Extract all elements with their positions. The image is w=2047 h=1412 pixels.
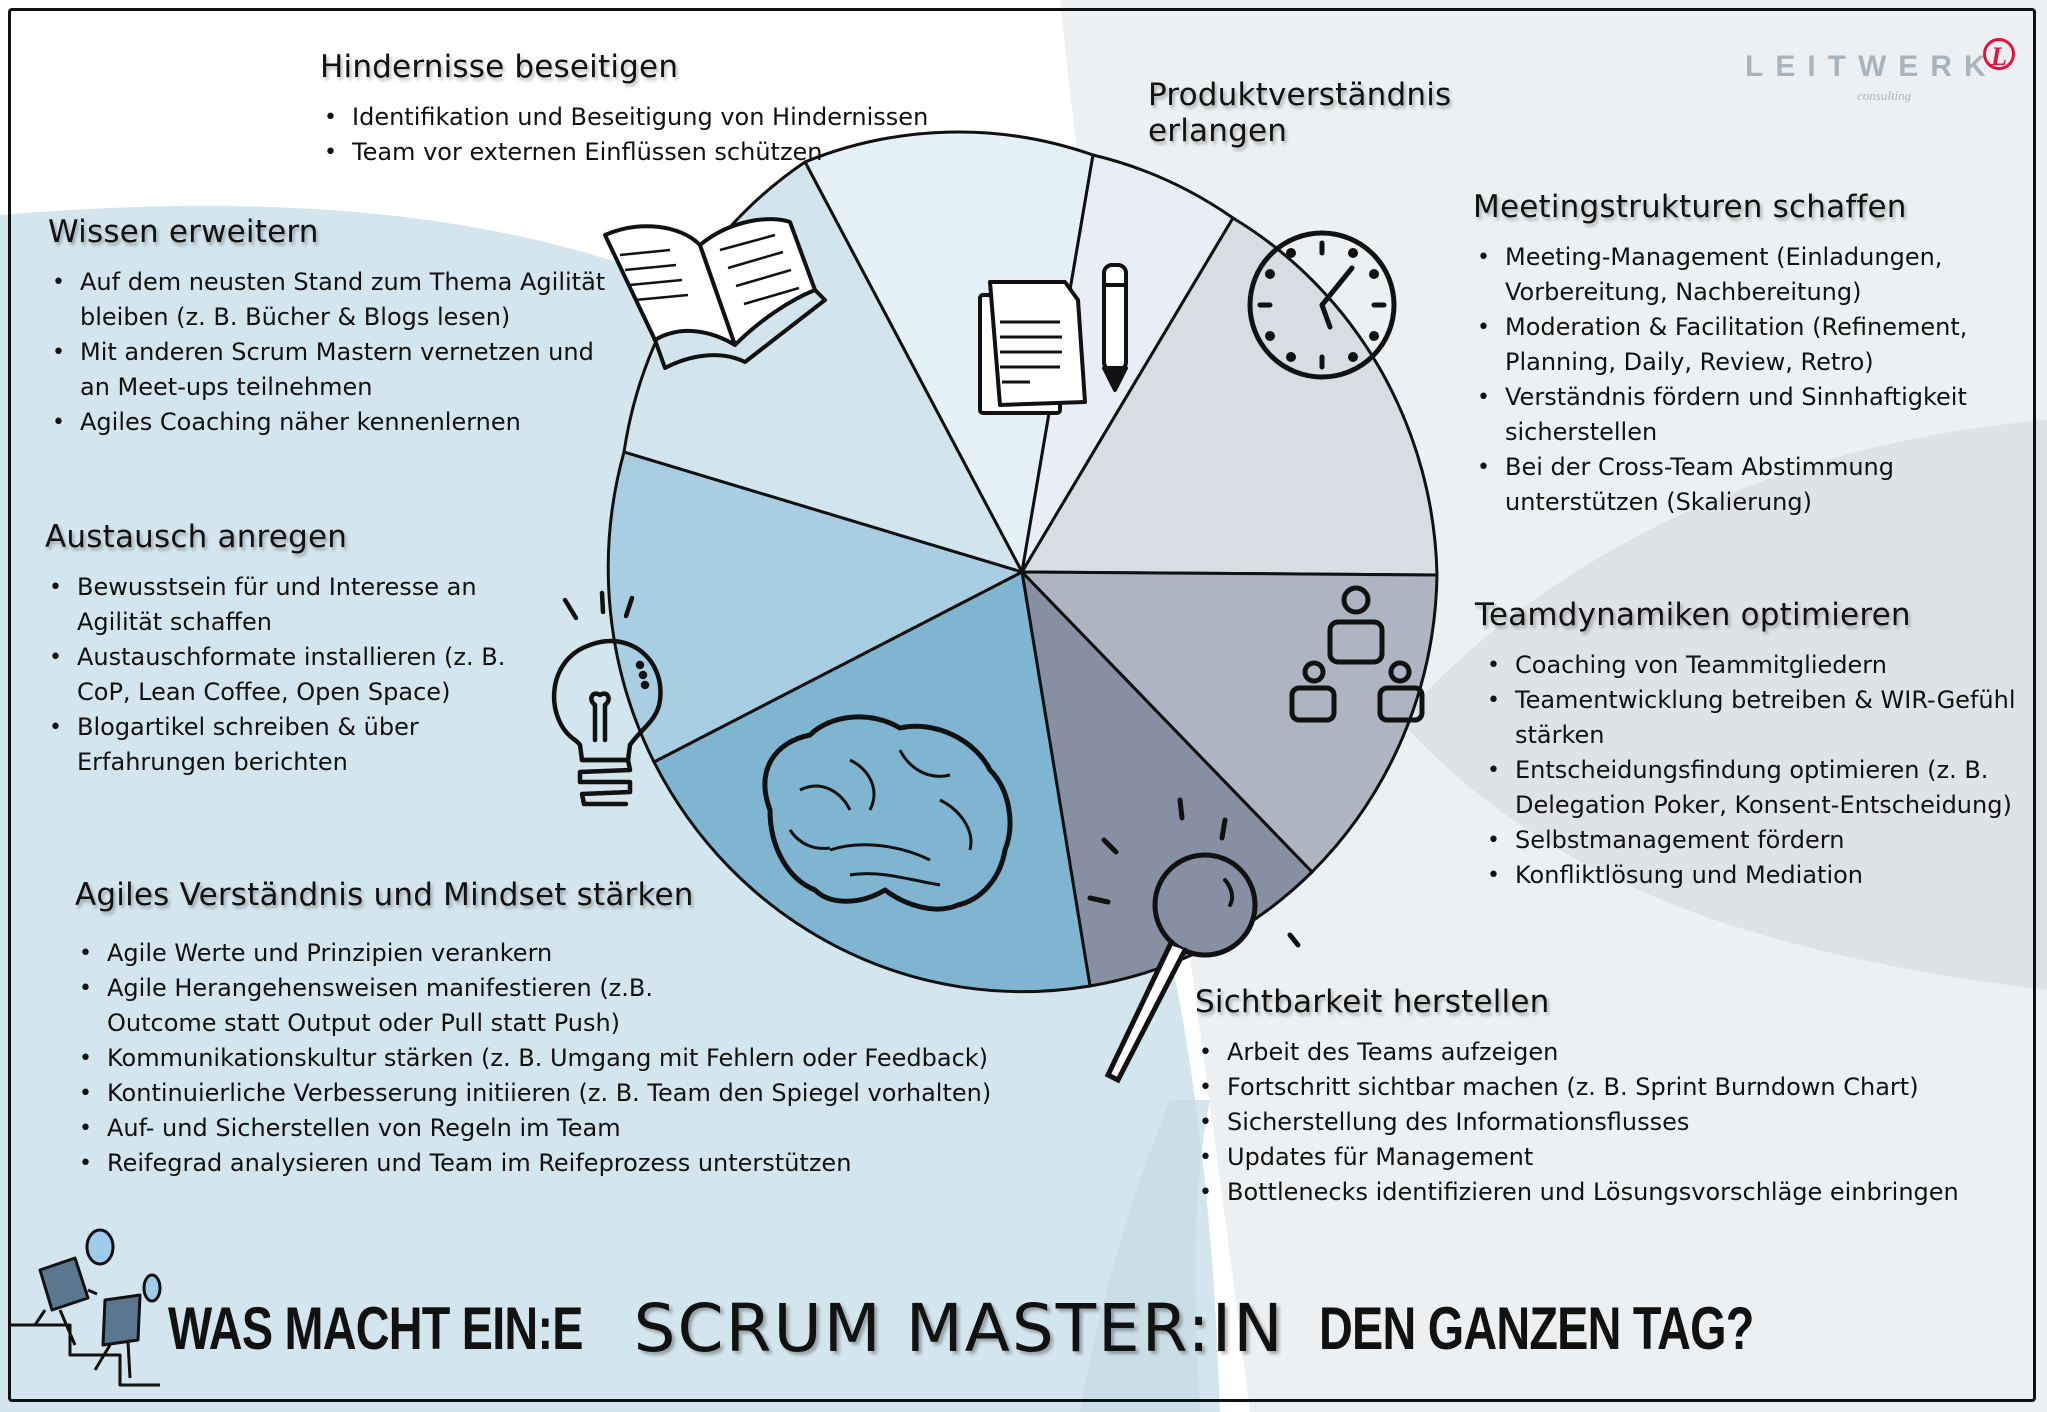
section-meeting: Meetingstrukturen schaffen Meeting-Manag… [1473,189,2013,520]
pencil-icon [1102,263,1128,392]
list-item: Selbstmanagement fördern [1483,823,2035,858]
segment-teamdynamik [1020,570,1439,874]
climbers-icon [10,1228,162,1387]
clock-icon [1247,230,1397,380]
list-item: Identifikation und Beseitigung von Hinde… [320,100,1040,135]
segment-meeting [1020,216,1439,577]
heading-teamdynamik: Teamdynamiken optimieren [1475,597,1911,633]
list-sichtbarkeit: Arbeit des Teams aufzeigen Fortschritt s… [1195,1035,2015,1210]
list-item: Blogartikel schreiben & über Erfahrungen… [45,710,545,780]
list-item: Agile Werte und Prinzipien verankern [75,936,1035,971]
list-item: Auf- und Sicherstellen von Regeln im Tea… [75,1111,1035,1146]
list-hindernisse: Identifikation und Beseitigung von Hinde… [320,100,1040,170]
list-item: Agile Herangehensweisen manifestieren (z… [75,971,747,1041]
list-item: Team vor externen Einflüssen schützen [320,135,1040,170]
brain-icon [762,714,1013,912]
list-item: Konfliktlösung und Mediation [1483,858,2035,893]
heading-sichtbarkeit: Sichtbarkeit herstellen [1195,984,1550,1020]
magnifier-icon [1087,797,1301,1084]
list-item: Teamentwicklung betreiben & WIR-Gefühl s… [1483,683,2035,753]
team-icon [1289,585,1425,723]
list-item: Austauschformate installieren (z. B. CoP… [45,640,545,710]
title-part-2: SCRUM MASTER:IN [633,1290,1285,1367]
lightbulb-icon [551,590,663,807]
list-item: Agiles Coaching näher kennenlernen [48,405,628,440]
list-item: Verständnis fördern und Sinnhaftigkeit s… [1473,380,2013,450]
list-item: Mit anderen Scrum Mastern vernetzen und … [48,335,628,405]
list-meeting: Meeting-Management (Einladungen, Vorbere… [1473,240,2013,520]
heading-agile: Agiles Verständnis und Mindset stärken [75,877,694,913]
list-item: Fortschritt sichtbar machen (z. B. Sprin… [1195,1070,2015,1105]
list-item: Coaching von Teammitgliedern [1483,648,2035,683]
list-item: Updates für Management [1195,1140,2015,1175]
heading-austausch: Austausch anregen [45,519,348,555]
list-item: Reifegrad analysieren und Team im Reifep… [75,1146,1035,1181]
heading-produkt-line1: Produktverständnis [1148,77,1452,113]
logo-tagline: consulting [1857,88,1912,103]
heading-hindernisse: Hindernisse beseitigen [320,49,679,85]
heading-meeting: Meetingstrukturen schaffen [1473,189,1907,225]
section-hindernisse: Hindernisse beseitigen Identifikation un… [320,49,1040,170]
list-wissen: Auf dem neusten Stand zum Thema Agilität… [48,265,628,440]
section-teamdynamik: Teamdynamiken optimieren Coaching von Te… [1475,597,2035,893]
document-icon [978,280,1087,415]
section-agile: Agiles Verständnis und Mindset stärken A… [75,877,1035,1181]
logo-wordmark: LEITWERK [1745,50,1998,83]
title-part-3: DEN GANZEN TAG? [1318,1295,1754,1362]
list-item: Kommunikationskultur stärken (z. B. Umga… [75,1041,1035,1076]
list-agile: Agile Werte und Prinzipien verankern Agi… [75,936,1035,1181]
heading-wissen: Wissen erweitern [48,214,319,250]
page-title: WAS MACHT EIN:E SCRUM MASTER:IN DEN GANZ… [168,1290,1876,1367]
book-icon [603,217,827,370]
list-item: Auf dem neusten Stand zum Thema Agilität… [48,265,628,335]
list-item: Arbeit des Teams aufzeigen [1195,1035,2015,1070]
list-item: Meeting-Management (Einladungen, Vorbere… [1473,240,2013,310]
logo-l-mark-icon: L [1983,38,2015,71]
title-part-1: WAS MACHT EIN:E [168,1295,583,1362]
section-sichtbarkeit: Sichtbarkeit herstellen Arbeit des Teams… [1195,984,2015,1210]
heading-produkt-line2: erlangen [1148,112,1288,149]
leitwerk-logo: LEITWERK consulting L [1745,38,2025,108]
list-item: Bei der Cross-Team Abstimmung unterstütz… [1473,450,2013,520]
list-item: Kontinuierliche Verbesserung initiieren … [75,1076,1035,1111]
list-item: Moderation & Facilitation (Refinement, P… [1473,310,2013,380]
list-teamdynamik: Coaching von Teammitgliedern Teamentwick… [1483,648,2035,893]
section-austausch: Austausch anregen Bewusstsein für und In… [45,519,545,780]
list-austausch: Bewusstsein für und Interesse an Agilitä… [45,570,545,780]
list-item: Sicherstellung des Informationsflusses [1195,1105,2015,1140]
section-produkt: Produktverständnis erlangen [1148,77,1488,163]
list-item: Bewusstsein für und Interesse an Agilitä… [45,570,545,640]
list-item: Entscheidungsfindung optimieren (z. B. D… [1483,753,2035,823]
list-item: Bottlenecks identifizieren und Lösungsvo… [1195,1175,2015,1210]
section-wissen: Wissen erweitern Auf dem neusten Stand z… [48,214,628,440]
